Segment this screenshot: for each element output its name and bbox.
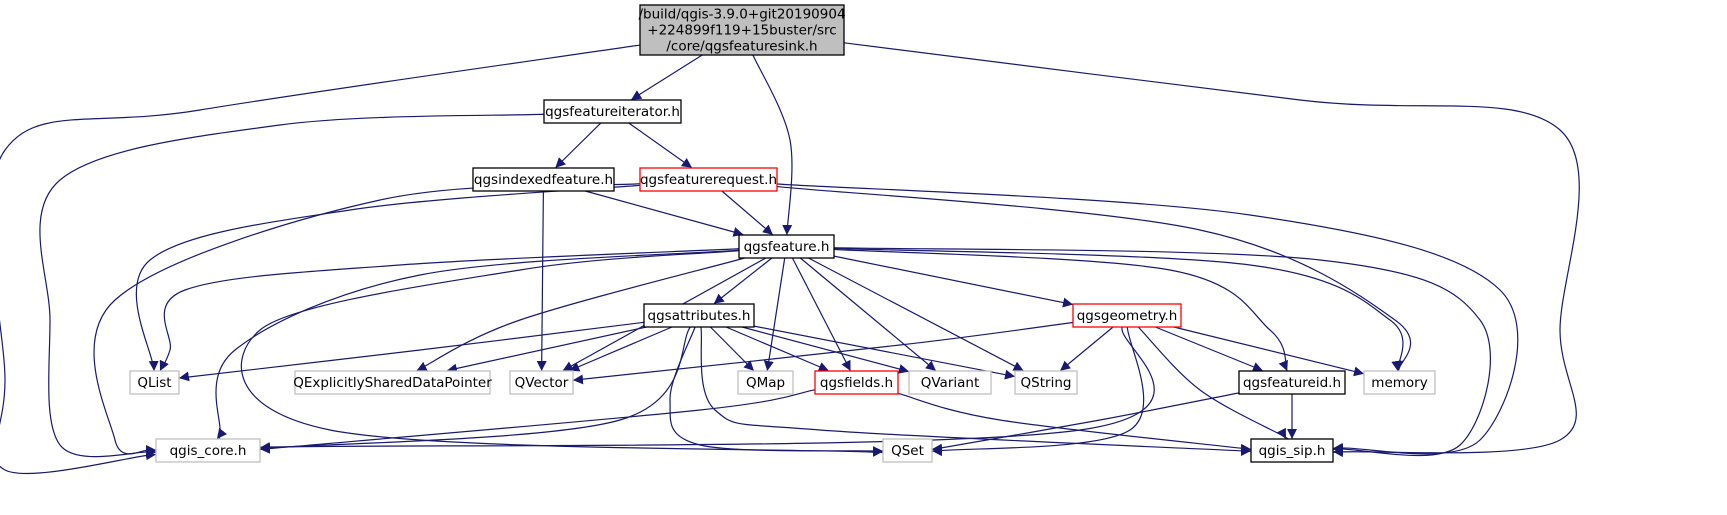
node-box (543, 99, 682, 124)
node-box (639, 4, 845, 56)
node-label: +224899f119+15buster/src (647, 22, 836, 38)
node-memory[interactable]: memory (1363, 370, 1436, 395)
node-box (639, 167, 778, 192)
node-qgsgeometry[interactable]: qgsgeometry.h (1072, 303, 1182, 328)
node-box (814, 370, 899, 395)
edge-root-to-qgsfeature (752, 54, 793, 235)
edge-root-to-qgsfeatureiterator (631, 54, 703, 101)
edge-qgsfeature-to-qgis_core (215, 249, 740, 444)
edge-qgsfeaturerequest-to-qgis_sip (776, 183, 1519, 455)
node-label: QVector (515, 375, 569, 391)
edge-qgsfeature-to-QSet (240, 250, 915, 457)
edge-qgsfeature-to-memory (833, 247, 1404, 371)
node-label: qgsindexedfeature.h (474, 172, 613, 188)
edge-qgsfeature-to-qgsattributes (713, 257, 773, 304)
edge-qgsfeatureiterator-to-qgsfeaturerequest (628, 122, 692, 168)
node-QVector[interactable]: QVector (509, 370, 574, 395)
node-box (472, 167, 615, 192)
node-label: QMap (746, 375, 785, 391)
node-label: QExplicitlySharedDataPointer (293, 375, 492, 391)
edge-qgsattributes-to-QVariant (741, 326, 909, 374)
node-label: QList (137, 375, 171, 391)
node-qgsattributes[interactable]: qgsattributes.h (643, 303, 755, 328)
node-box (737, 370, 794, 395)
nodes-layer: /build/qgis-3.9.0+git20190904+224899f119… (129, 4, 1436, 463)
node-label: qgsfeaturerequest.h (640, 172, 777, 188)
node-box (1363, 370, 1436, 395)
node-label: qgis_core.h (170, 443, 247, 459)
node-box (882, 438, 933, 463)
node-label: qgsfeature.h (744, 239, 830, 255)
node-box (1014, 370, 1078, 395)
node-QList[interactable]: QList (129, 370, 180, 395)
edge-qgsattributes-to-QVector (569, 326, 673, 372)
edge-qgsfeature-to-qgsfeatureid (833, 248, 1288, 371)
node-box (509, 370, 574, 395)
edge-qgsfeaturerequest-to-QList (135, 184, 641, 371)
node-label: qgsattributes.h (648, 308, 751, 324)
edge-qgsfeature-to-QMap (763, 257, 786, 371)
node-box (1238, 370, 1346, 395)
node-label: QSet (891, 443, 924, 459)
node-qgsfields[interactable]: qgsfields.h (814, 370, 899, 395)
node-label: qgsgeometry.h (1077, 308, 1178, 324)
node-qgsfeatureiterator[interactable]: qgsfeatureiterator.h (543, 99, 682, 124)
edge-qgsgeometry-to-QString (1060, 326, 1114, 371)
node-QExplicitlySharedDataPointer[interactable]: QExplicitlySharedDataPointer (293, 370, 492, 395)
node-label: /build/qgis-3.9.0+git20190904 (638, 6, 845, 22)
edge-qgsfeature-to-QString (808, 257, 1024, 372)
edge-qgsfeatureiterator-to-qgsindexedfeature (555, 122, 602, 168)
node-label: qgsfeatureid.h (1243, 375, 1341, 391)
edge-root-to-qgis_core (0, 44, 641, 475)
edge-qgsfields-to-qgis_core (231, 389, 816, 454)
edge-qgsattributes-to-QExplicitlySharedDataPointer (446, 326, 647, 374)
node-qgsfeature[interactable]: qgsfeature.h (738, 234, 835, 259)
node-label: QVariant (921, 375, 980, 391)
node-label: qgsfeatureiterator.h (545, 104, 680, 120)
edge-qgsindexedfeature-to-qgsfeature (585, 190, 744, 237)
node-box (129, 370, 180, 395)
node-box (738, 234, 835, 259)
node-qgsfeaturerequest[interactable]: qgsfeaturerequest.h (639, 167, 778, 192)
node-box (643, 303, 755, 328)
node-qgis_core[interactable]: qgis_core.h (155, 438, 261, 463)
node-label: QString (1021, 375, 1072, 391)
edge-qgsfeaturerequest-to-qgsfeature (721, 190, 773, 235)
edge-qgsfeaturerequest-to-memory (776, 185, 1412, 371)
edge-qgsindexedfeature-to-QVector (536, 190, 547, 371)
node-box (294, 370, 491, 395)
node-qgis_sip[interactable]: qgis_sip.h (1250, 438, 1334, 463)
edge-qgsfeatureiterator-to-qgis_core (39, 113, 545, 458)
edge-qgsfeature-to-QExplicitlySharedDataPointer (416, 257, 745, 372)
node-qgsindexedfeature[interactable]: qgsindexedfeature.h (472, 167, 615, 192)
edge-qgsfeature-to-QVariant (799, 257, 936, 371)
node-root[interactable]: /build/qgis-3.9.0+git20190904+224899f119… (638, 4, 846, 56)
node-QSet[interactable]: QSet (882, 438, 933, 463)
edge-qgsfeaturerequest-to-qgis_core (93, 183, 641, 455)
node-label: qgsfields.h (820, 375, 893, 391)
node-box (908, 370, 992, 395)
edge-qgsfeature-to-QList (159, 248, 740, 371)
node-label: memory (1371, 375, 1427, 391)
edge-qgsattributes-to-QString (753, 325, 1015, 380)
edge-qgsattributes-to-QMap (709, 326, 755, 371)
node-box (1072, 303, 1182, 328)
node-QString[interactable]: QString (1014, 370, 1078, 395)
node-label: /core/qgsfeaturesink.h (666, 38, 817, 54)
edge-root-to-qgis_sip (843, 42, 1580, 458)
edge-qgsattributes-to-qgsfields (725, 326, 829, 372)
edge-qgsfeature-to-qgis_sip (833, 247, 1491, 457)
node-box (155, 438, 261, 463)
edge-qgsgeometry-to-memory (1173, 326, 1364, 377)
node-qgsfeatureid[interactable]: qgsfeatureid.h (1238, 370, 1346, 395)
node-box (1250, 438, 1334, 463)
node-QMap[interactable]: QMap (737, 370, 794, 395)
node-label: qgis_sip.h (1259, 443, 1326, 459)
edge-qgsfeature-to-qgsgeometry (833, 255, 1073, 308)
node-QVariant[interactable]: QVariant (908, 370, 992, 395)
edge-qgsgeometry-to-qgsfeatureid (1155, 326, 1263, 372)
edges-layer (0, 42, 1580, 475)
edge-qgsgeometry-to-QVector (549, 321, 1074, 385)
